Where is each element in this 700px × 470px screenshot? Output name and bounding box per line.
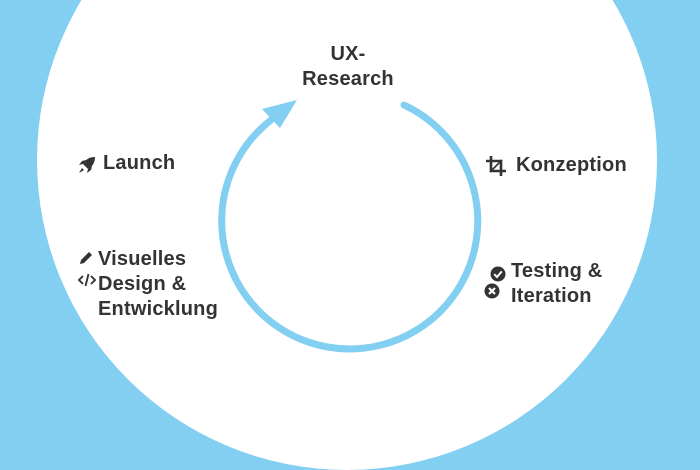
- node-visuelles-design: Visuelles Design & Entwicklung: [78, 247, 218, 322]
- node-konzeption: Konzeption: [486, 153, 627, 178]
- node-label: Launch: [103, 152, 176, 174]
- pencil-icon: [80, 252, 92, 264]
- check-circle-icon: [490, 266, 506, 282]
- cycle-arc: [218, 101, 482, 353]
- code-icon: [78, 273, 96, 287]
- node-label: Visuelles Design & Entwicklung: [98, 248, 218, 320]
- rocket-icon: [79, 157, 95, 173]
- node-launch: Launch: [78, 151, 175, 176]
- crop-icon: [486, 156, 506, 176]
- times-circle-icon: [484, 283, 500, 299]
- node-ux-research: UX- Research: [288, 42, 408, 92]
- cycle-arrowhead: [262, 100, 297, 128]
- node-testing-iteration: Testing & Iteration: [484, 259, 602, 309]
- node-label: Konzeption: [516, 154, 627, 176]
- node-label: Testing & Iteration: [511, 260, 603, 307]
- cycle-arrow: [218, 100, 482, 353]
- node-label: UX- Research: [302, 43, 394, 90]
